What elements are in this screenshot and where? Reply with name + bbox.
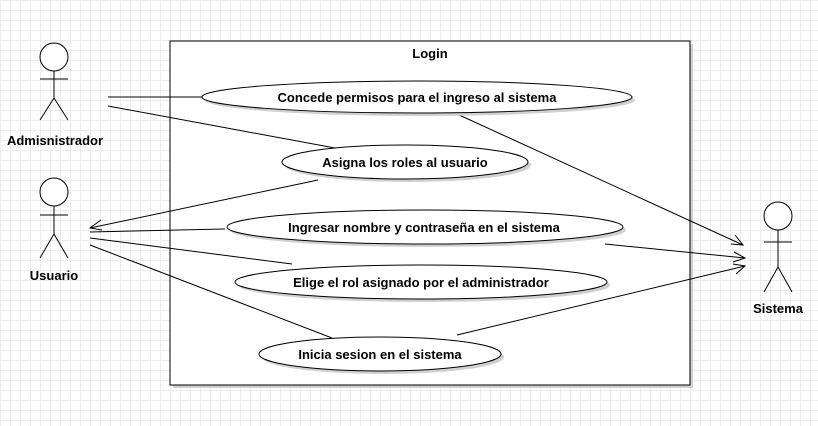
use-case-ingresar-nombre-label: Ingresar nombre y contraseña en el siste…: [288, 220, 560, 235]
association-user-uc3[interactable]: [89, 228, 226, 233]
use-case-concede-permisos[interactable]: Concede permisos para el ingreso al sist…: [201, 80, 635, 116]
arrowhead-system-uc5: [732, 263, 747, 275]
actor-system[interactable]: [763, 201, 793, 293]
actor-admin-name: Admisnistrador: [7, 133, 103, 148]
actor-admin-head-icon: [39, 42, 69, 72]
use-case-ingresar-nombre[interactable]: Ingresar nombre y contraseña en el siste…: [226, 209, 626, 247]
actor-user-head-icon: [39, 177, 69, 207]
system-boundary-title: Login: [412, 46, 447, 61]
association-uc2-user[interactable]: [89, 179, 319, 229]
actor-system-name: Sistema: [753, 301, 804, 316]
association-uc3-system[interactable]: [604, 243, 746, 259]
actor-admin[interactable]: [39, 42, 69, 121]
arrowhead-user-uc2: [88, 219, 103, 231]
association-user-uc5[interactable]: [89, 244, 333, 339]
use-case-inicia-sesion-label: Inicia sesion en el sistema: [298, 347, 462, 362]
use-case-asigna-roles[interactable]: Asigna los roles al usuario: [281, 144, 531, 182]
use-case-elige-rol[interactable]: Elige el rol asignado por el administrad…: [234, 264, 610, 302]
use-case-elige-rol-label: Elige el rol asignado por el administrad…: [293, 275, 549, 290]
actor-system-head-icon: [763, 201, 793, 231]
use-case-inicia-sesion[interactable]: Inicia sesion en el sistema: [258, 336, 504, 374]
association-uc1-system[interactable]: [456, 113, 744, 246]
associations: [89, 96, 746, 339]
use-case-asigna-roles-label: Asigna los roles al usuario: [322, 155, 487, 170]
association-user-uc4[interactable]: [89, 237, 293, 265]
actor-user-name: Usuario: [30, 268, 78, 283]
arrowhead-system-uc1: [730, 234, 745, 246]
arrowhead-system-uc3: [732, 251, 747, 263]
arrowheads: [88, 219, 747, 275]
use-case-concede-permisos-label: Concede permisos para el ingreso al sist…: [278, 90, 558, 105]
association-admin-uc2[interactable]: [107, 105, 336, 149]
association-uc5-system[interactable]: [456, 265, 746, 336]
actor-user[interactable]: [39, 177, 69, 259]
